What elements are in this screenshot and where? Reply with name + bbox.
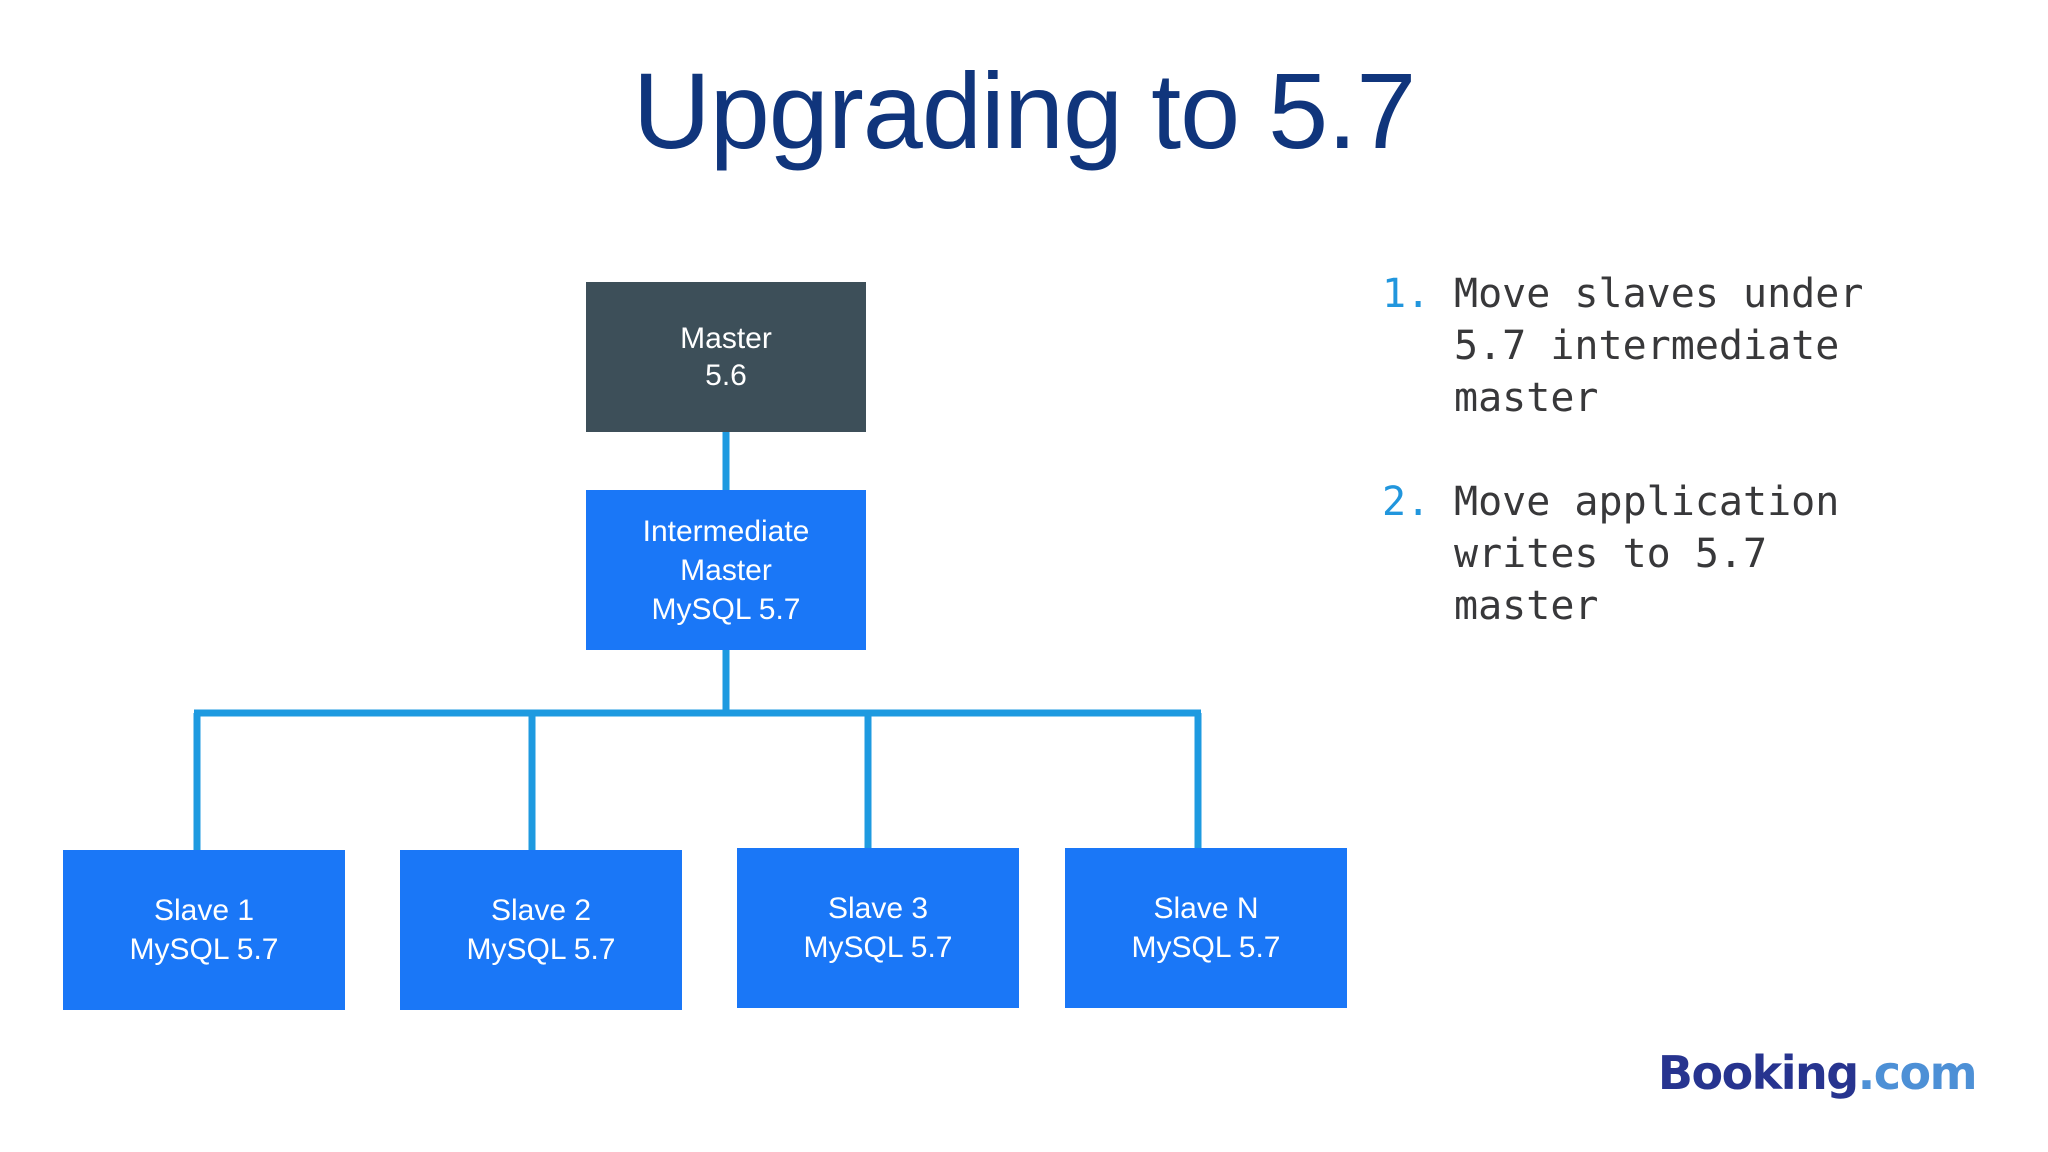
steps-ordered-list: 1. Move slaves under 5.7 intermediate ma… (1382, 268, 1982, 684)
node-slave-label-line2: MySQL 5.7 (803, 931, 953, 964)
list-item-text: Move application writes to 5.7 master (1454, 479, 1840, 629)
page-title: Upgrading to 5.7 (632, 50, 1417, 171)
list-item-text: Move slaves under 5.7 intermediate maste… (1454, 271, 1864, 421)
node-intermediate-master[interactable]: Intermediate Master MySQL 5.7 (586, 490, 866, 650)
node-master[interactable]: Master 5.6 (586, 282, 866, 432)
node-slave-2[interactable]: Slave 2 MySQL 5.7 (400, 850, 682, 1010)
booking-logo-tld: .com (1857, 1046, 1978, 1100)
node-slave-label-line1: Slave 3 (827, 892, 929, 925)
node-slave-label-line2: MySQL 5.7 (466, 933, 616, 966)
list-item-marker: 1. (1382, 271, 1431, 317)
node-slave-1[interactable]: Slave 1 MySQL 5.7 (63, 850, 345, 1010)
node-slave-3[interactable]: Slave 3 MySQL 5.7 (737, 848, 1019, 1008)
node-master-label-line2: 5.6 (705, 359, 747, 392)
node-intermediate-label-line1: Intermediate (642, 514, 810, 548)
node-intermediate-label-line3: MySQL 5.7 (651, 592, 801, 626)
node-intermediate-label-line2: Master (680, 553, 772, 587)
booking-logo-wordmark: Booking (1657, 1046, 1859, 1100)
node-slave-n[interactable]: Slave N MySQL 5.7 (1065, 848, 1347, 1008)
node-slave-label-line1: Slave N (1153, 892, 1259, 925)
booking-logo: Booking.com (1657, 1046, 1978, 1100)
node-master-label-line1: Master (680, 321, 772, 355)
node-slave-label-line2: MySQL 5.7 (129, 933, 279, 966)
node-slave-label-line1: Slave 1 (153, 894, 255, 927)
node-slave-label-line2: MySQL 5.7 (1131, 931, 1281, 964)
list-item: 1. Move slaves under 5.7 intermediate ma… (1382, 268, 1982, 424)
list-item: 2. Move application writes to 5.7 master (1382, 476, 1982, 632)
list-item-marker: 2. (1382, 479, 1431, 525)
node-slave-label-line1: Slave 2 (490, 894, 592, 927)
replication-topology-diagram: Master 5.6 Intermediate Master MySQL 5.7… (63, 282, 1347, 1010)
